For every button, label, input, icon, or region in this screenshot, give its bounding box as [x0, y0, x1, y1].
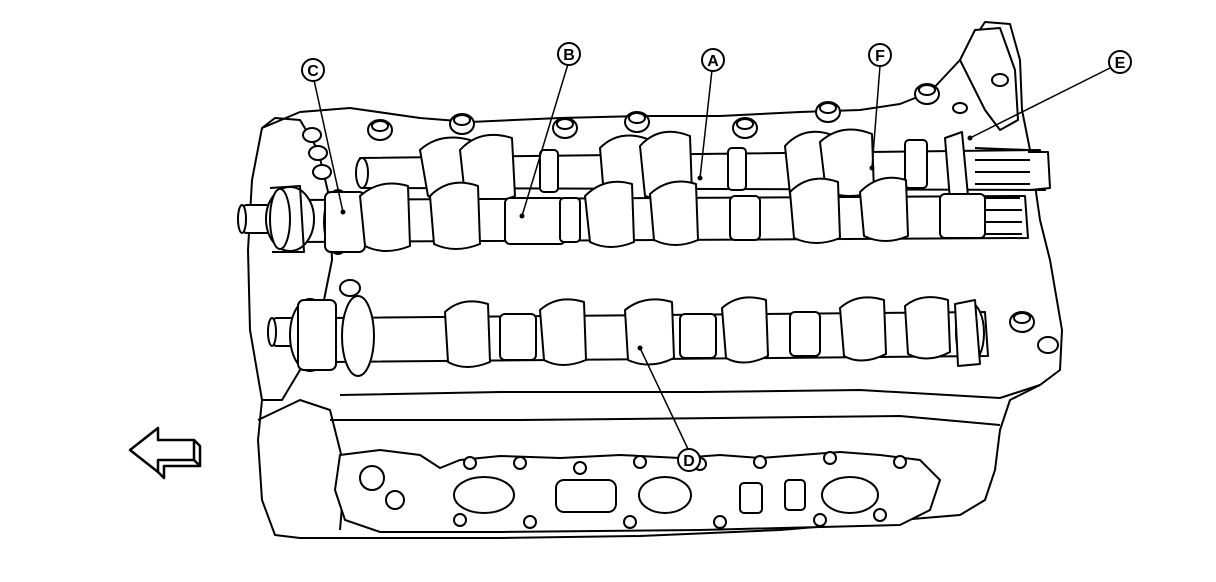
- camshaft-a: [355, 128, 1051, 205]
- callout-b-label: B: [563, 47, 575, 64]
- callout-b: B: [519, 42, 581, 219]
- bracket-bolts: [302, 73, 1059, 354]
- callout-c: C: [301, 58, 346, 215]
- camshaft-d: [267, 295, 989, 377]
- callout-c-label: C: [307, 63, 319, 80]
- callout-f-label: F: [875, 48, 885, 65]
- callout-a: A: [697, 48, 725, 181]
- exhaust-port-face: [333, 448, 942, 533]
- front-direction-arrow-icon: [128, 426, 202, 480]
- callout-e-label: E: [1115, 55, 1126, 72]
- camshaft-b: [237, 176, 1029, 255]
- callout-d-label: D: [683, 453, 695, 470]
- callout-a-label: A: [707, 53, 719, 70]
- callout-e: E: [967, 50, 1132, 141]
- callout-d: D: [637, 345, 701, 472]
- callout-f: F: [868, 43, 892, 171]
